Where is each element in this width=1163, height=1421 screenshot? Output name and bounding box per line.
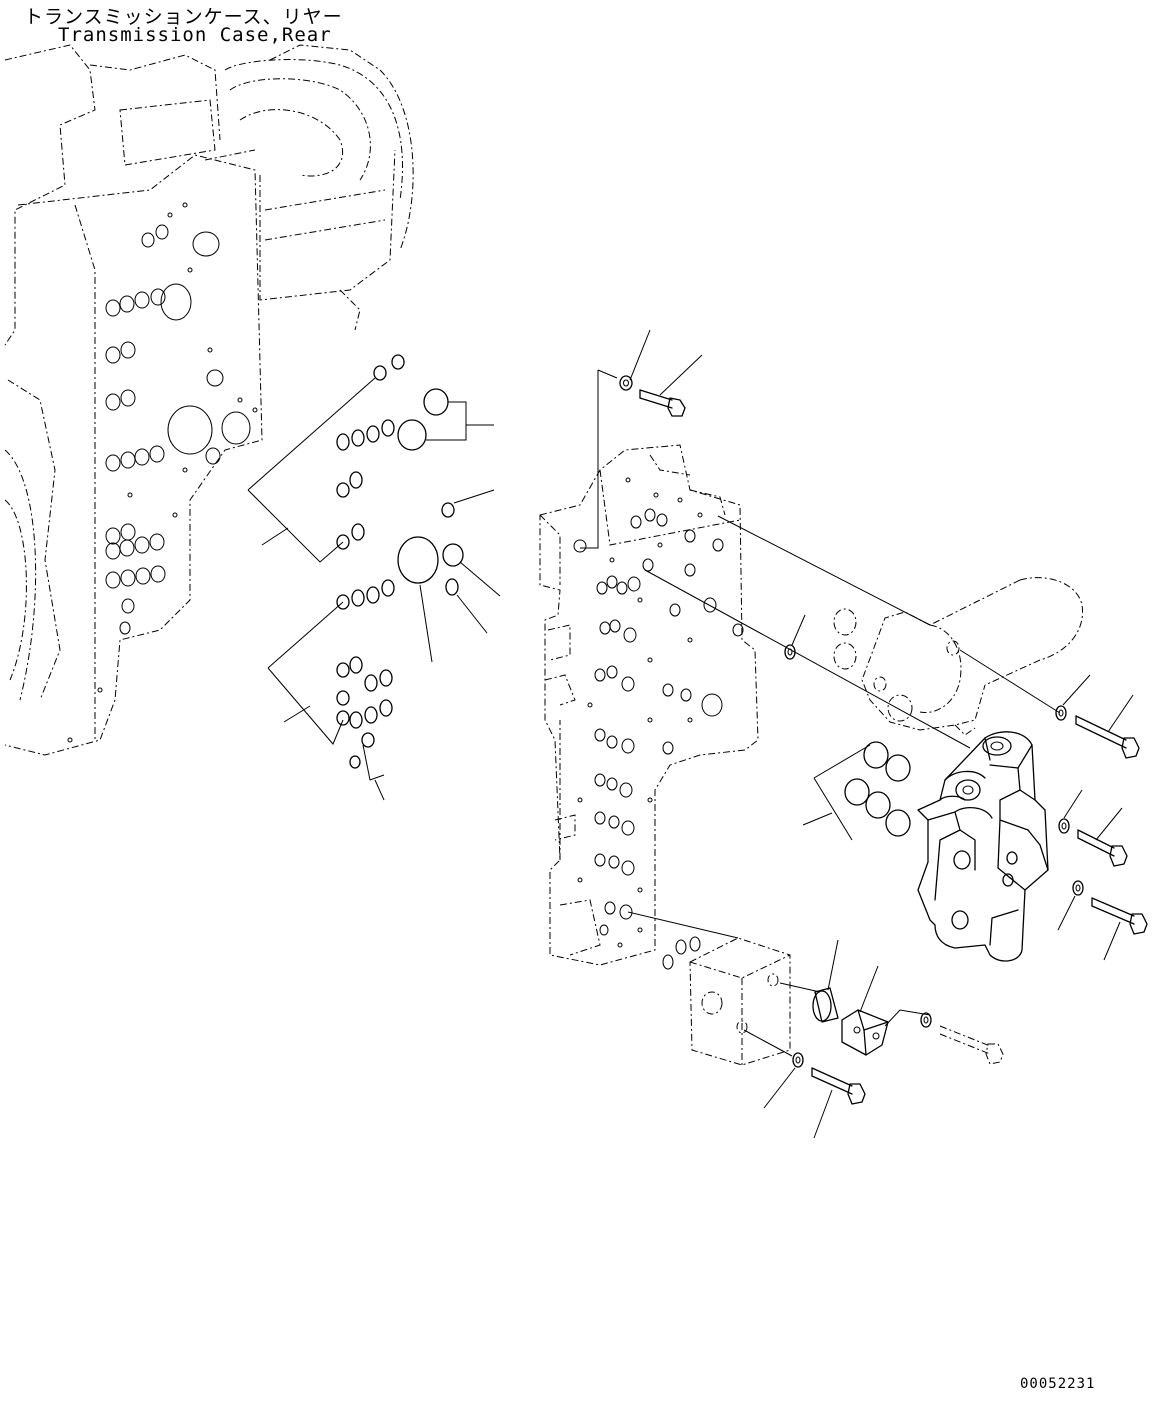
reference-title-english: Transmission Case,Rear [58,24,332,46]
drawing-number: 00052231 [1020,1376,1096,1392]
cover-bolt-and-washer [743,1029,866,1139]
control-valve-body [539,444,759,966]
valve-assembly-bolt-2 [1057,880,1148,961]
transmission-case-rear [4,44,414,756]
clip-bolt-and-washer [920,1012,1004,1065]
solenoid-valve [717,515,1084,736]
mounting-clip [841,965,931,1056]
o-ring-set-lower [267,536,501,801]
lower-cover-block [627,911,821,1066]
solenoid-bolt-and-washer [1055,674,1140,759]
o-ring-set-upper [247,354,495,563]
case-port-holes [67,202,258,743]
plug-cap [812,939,839,1023]
reference-title-japanese: トランスミッションケース、リヤー [24,6,343,28]
valve-assembly-bolt-1 [1058,789,1128,867]
upper-bolt-and-washer [580,329,703,549]
pressure-valve-assembly [644,569,1049,962]
